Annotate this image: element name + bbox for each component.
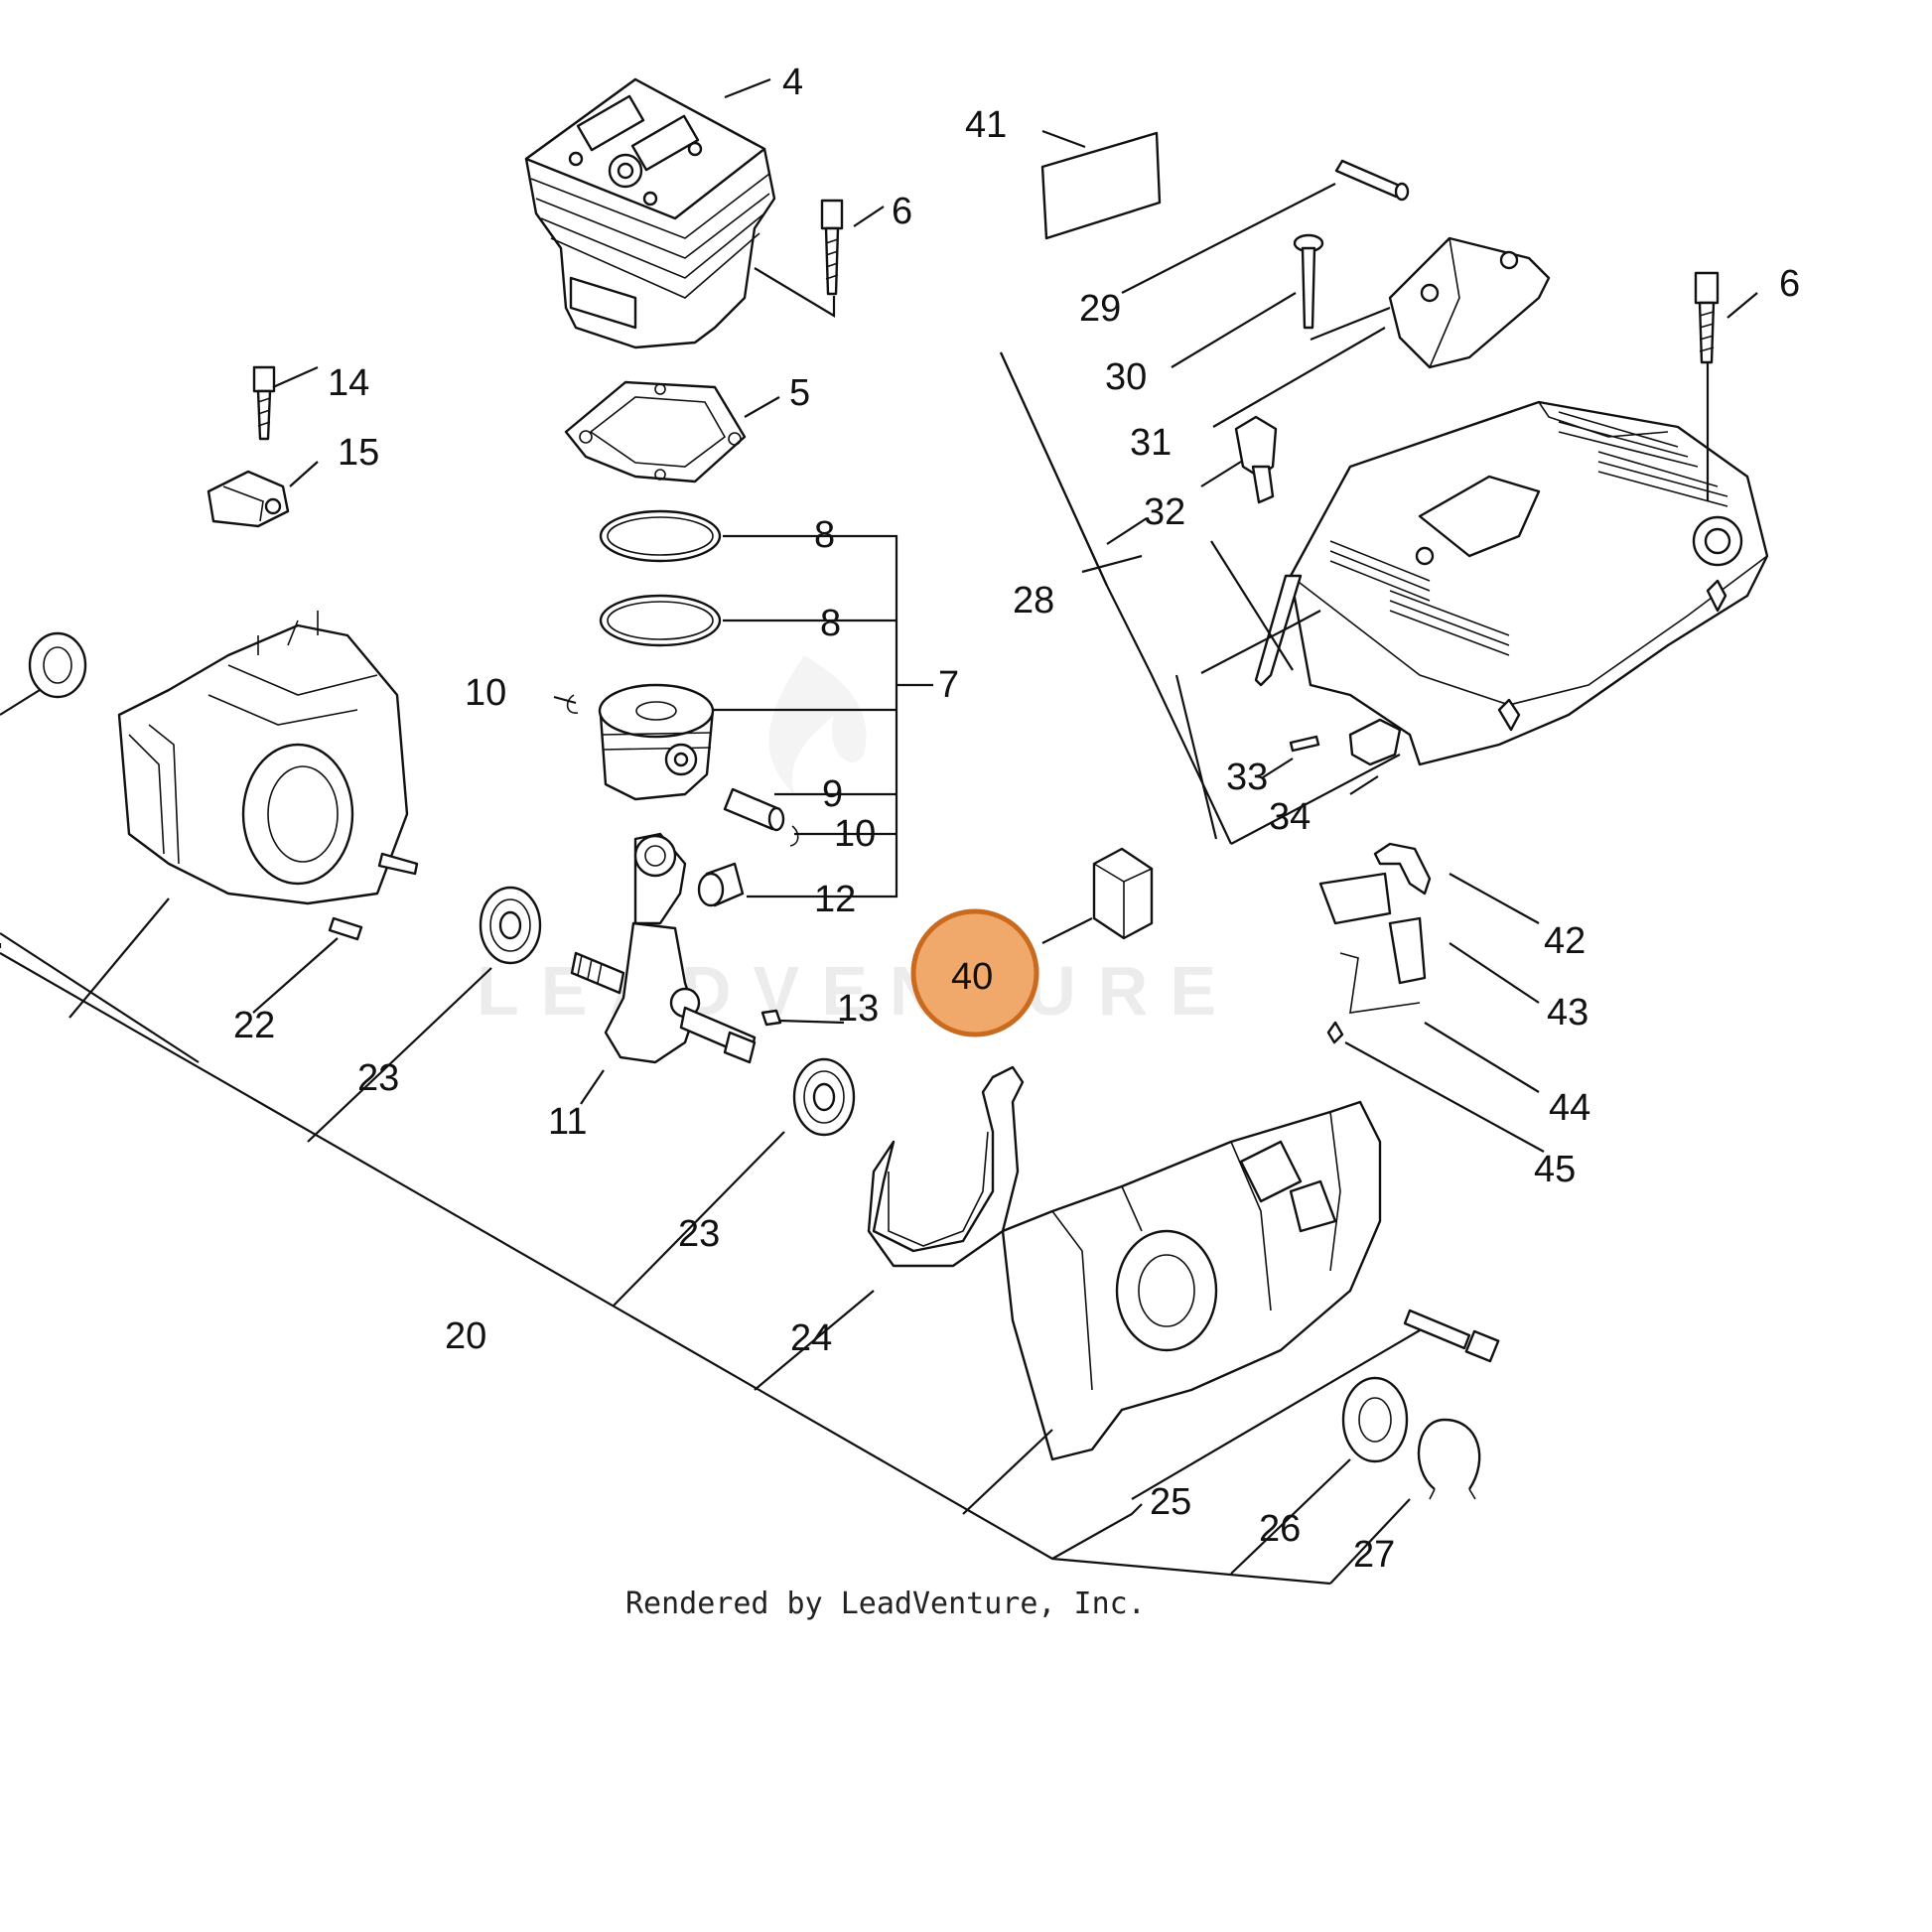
callout-labels: 4 6 41 29 30 6 31 32 28 14 15 5 8 8 7 10…: [233, 62, 1800, 1576]
screw-45-part[interactable]: [1326, 1021, 1344, 1044]
piston-ring-upper-part[interactable]: [599, 509, 722, 563]
callout-13[interactable]: 13: [837, 988, 879, 1030]
circlip-10b-part[interactable]: [789, 825, 799, 847]
callout-6-cover[interactable]: 6: [1779, 263, 1800, 305]
piston-part[interactable]: [598, 683, 715, 801]
bearing-23-left-part[interactable]: [479, 886, 542, 965]
cylinder-screw-part[interactable]: [820, 199, 844, 296]
crankshaft-part[interactable]: [570, 832, 757, 1064]
callout-24[interactable]: 24: [790, 1317, 832, 1359]
callout-30[interactable]: 30: [1105, 356, 1147, 398]
highlight-marker[interactable]: [910, 908, 1039, 1037]
pin-29-part[interactable]: [1334, 159, 1410, 202]
callout-8-lower[interactable]: 8: [820, 603, 841, 644]
callout-6-cylinder[interactable]: 6: [892, 191, 912, 232]
callout-10-left[interactable]: 10: [465, 672, 506, 714]
callout-43[interactable]: 43: [1547, 992, 1588, 1034]
watermark-logo: [768, 655, 867, 794]
piston-pin-part[interactable]: [723, 787, 785, 832]
callout-7[interactable]: 7: [938, 664, 959, 706]
callout-20[interactable]: 20: [445, 1315, 486, 1357]
bearing-23-right-part[interactable]: [792, 1057, 856, 1137]
decal-part[interactable]: [1040, 131, 1162, 240]
woodruff-key-part[interactable]: [760, 1009, 782, 1027]
piston-ring-lower-part[interactable]: [599, 594, 722, 647]
crankcase-left-part[interactable]: [117, 611, 419, 905]
credit-text: Rendered by LeadVenture, Inc.: [625, 1587, 1146, 1621]
screw-14-part[interactable]: [252, 365, 276, 441]
leader-lines: [0, 77, 1758, 1586]
gasket-5-part[interactable]: [564, 380, 747, 483]
knob-32-part[interactable]: [1234, 415, 1278, 504]
callout-27[interactable]: 27: [1353, 1534, 1395, 1576]
callout-23-right[interactable]: 23: [678, 1213, 720, 1255]
callout-32[interactable]: 32: [1144, 491, 1185, 533]
callout-29[interactable]: 29: [1079, 288, 1121, 330]
callout-12[interactable]: 12: [814, 879, 856, 920]
callout-10-right[interactable]: 10: [834, 813, 876, 855]
circlip-10-part[interactable]: [566, 694, 579, 714]
crankcase-screw-part[interactable]: [1403, 1309, 1500, 1363]
callout-31[interactable]: 31: [1130, 422, 1172, 464]
callout-26[interactable]: 26: [1259, 1508, 1301, 1550]
callout-15[interactable]: 15: [338, 432, 379, 474]
callout-28[interactable]: 28: [1013, 580, 1054, 621]
callout-4[interactable]: 4: [782, 62, 803, 103]
seal-left-part[interactable]: [28, 631, 87, 699]
callout-33[interactable]: 33: [1226, 757, 1268, 798]
callout-9[interactable]: 9: [822, 773, 843, 815]
crankcase-right-part[interactable]: [1001, 1100, 1382, 1461]
callout-44[interactable]: 44: [1549, 1087, 1590, 1129]
callout-42[interactable]: 42: [1544, 920, 1586, 962]
clip-34-part[interactable]: [1348, 718, 1402, 766]
pin-33-part[interactable]: [1289, 735, 1320, 753]
callout-41[interactable]: 41: [965, 104, 1007, 146]
callout-45[interactable]: 45: [1534, 1149, 1576, 1190]
gasket-24-part[interactable]: [867, 1065, 1025, 1268]
plate-43-part[interactable]: [1318, 872, 1427, 985]
clamp-15-part[interactable]: [207, 470, 290, 528]
callout-23-left[interactable]: 23: [357, 1057, 399, 1099]
bracket-31-part[interactable]: [1388, 236, 1551, 369]
callout-25[interactable]: 25: [1150, 1481, 1191, 1523]
callout-14[interactable]: 14: [328, 362, 369, 404]
callout-11[interactable]: 11: [548, 1101, 587, 1143]
callout-5[interactable]: 5: [789, 372, 810, 414]
cylinder-part[interactable]: [524, 77, 776, 349]
callout-22[interactable]: 22: [233, 1005, 275, 1046]
grommet-40-part[interactable]: [1092, 847, 1154, 940]
top-cover-part[interactable]: [1254, 400, 1769, 766]
retaining-ring-part[interactable]: [1417, 1418, 1481, 1500]
oil-seal-part[interactable]: [1341, 1376, 1409, 1463]
needle-bearing-part[interactable]: [697, 862, 745, 907]
callout-34[interactable]: 34: [1269, 796, 1311, 838]
callout-8-upper[interactable]: 8: [814, 514, 835, 556]
dowel-pin-part[interactable]: [328, 916, 363, 941]
cover-screw-part[interactable]: [1694, 271, 1720, 364]
bracket-42-part[interactable]: [1373, 842, 1432, 896]
screw-30-part[interactable]: [1293, 233, 1324, 330]
spring-44-part[interactable]: [1339, 952, 1421, 1014]
callout-40[interactable]: 40: [951, 956, 993, 998]
